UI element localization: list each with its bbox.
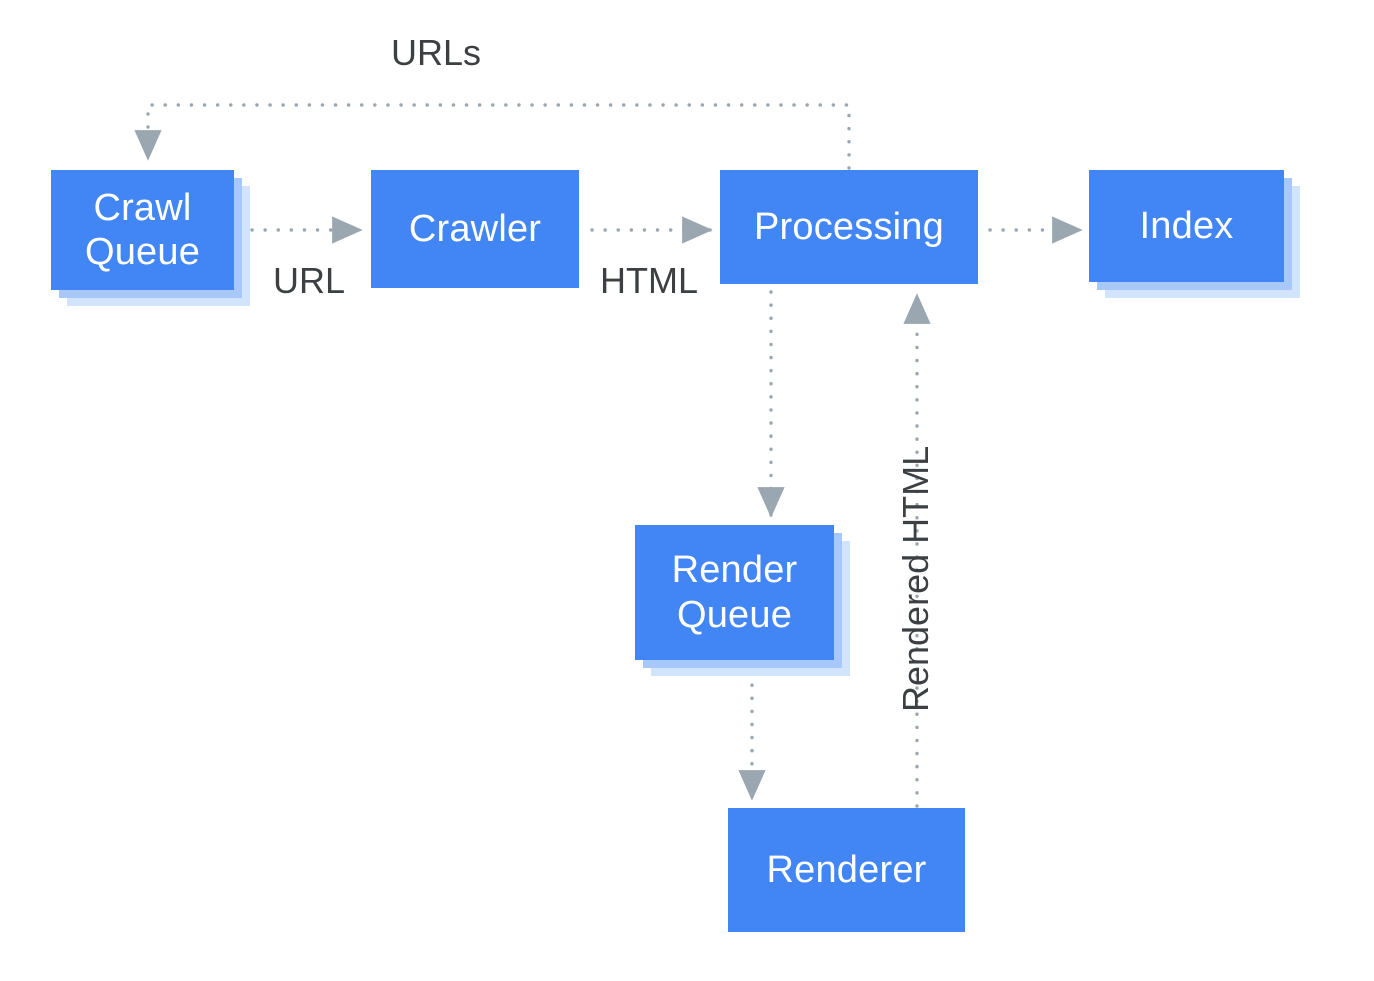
node-crawl-queue-label: Crawl Queue	[84, 186, 201, 273]
node-processing-label: Processing	[754, 205, 944, 248]
edge-label-url: URL	[273, 260, 346, 301]
node-render-queue[interactable]: Render Queue	[635, 525, 834, 660]
node-renderer[interactable]: Renderer	[728, 808, 965, 932]
edge-label-rendered-html: Rendered HTML	[895, 445, 936, 712]
node-render-queue-label: Render Queue	[671, 549, 798, 636]
node-crawl-queue[interactable]: Crawl Queue	[51, 170, 234, 290]
node-processing[interactable]: Processing	[720, 170, 978, 284]
node-index[interactable]: Index	[1089, 170, 1284, 282]
node-crawler-label: Crawler	[408, 207, 542, 250]
node-crawler[interactable]: Crawler	[371, 170, 579, 288]
node-index-label: Index	[1139, 204, 1234, 247]
edge-label-urls: URLs	[391, 32, 482, 73]
edge-processing-to-crawl-queue	[134, 103, 851, 170]
edge-label-html: HTML	[600, 260, 698, 301]
node-renderer-label: Renderer	[766, 848, 927, 891]
